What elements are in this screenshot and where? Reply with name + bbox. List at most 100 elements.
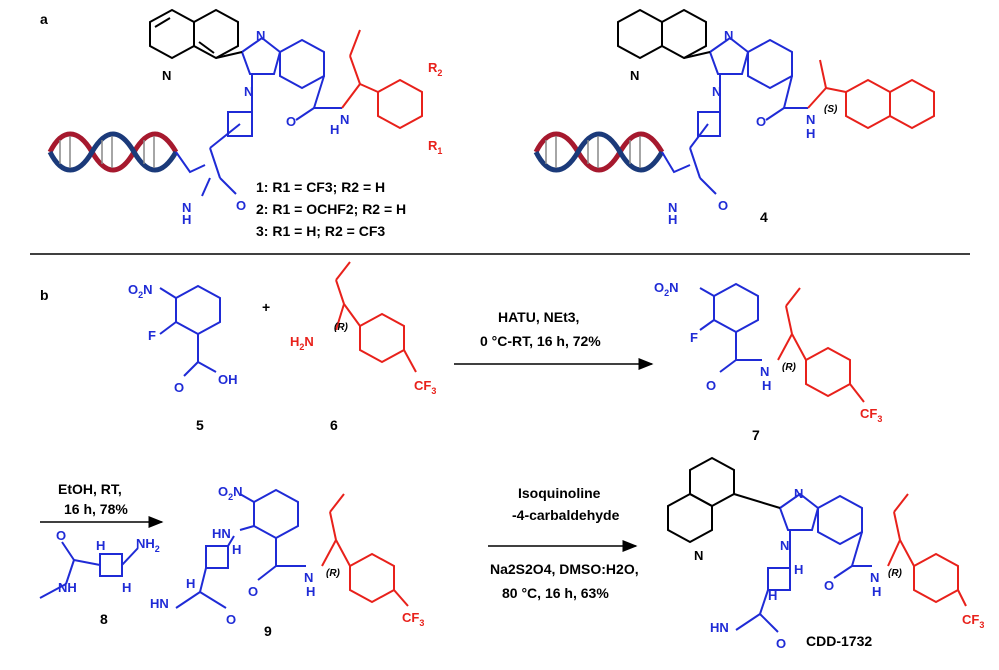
svg-text:NH2: NH2: [136, 536, 160, 554]
svg-text:3: R1 = H; R2 = CF3: 3: R1 = H; R2 = CF3: [256, 223, 385, 239]
compound-1-number: 1:: [256, 179, 268, 195]
compound-1-text: R1 = CF3; R2 = H: [272, 179, 385, 195]
compound-3-number: 3:: [256, 223, 268, 239]
svg-text:CF3: CF3: [962, 612, 984, 630]
svg-text:O: O: [56, 528, 66, 543]
svg-text:N: N: [870, 570, 879, 585]
svg-text:O: O: [236, 198, 246, 213]
svg-text:N: N: [694, 548, 703, 563]
svg-text:H2N: H2N: [290, 334, 314, 352]
step3-line3: Na2S2O4, DMSO:H2O,: [490, 561, 639, 577]
svg-text:H: H: [768, 588, 777, 603]
svg-text:CF3: CF3: [402, 610, 424, 628]
step3-line1: Isoquinoline: [518, 485, 601, 501]
svg-text:N: N: [340, 112, 349, 127]
compound-7-structure: [699, 282, 865, 403]
svg-text:N: N: [712, 84, 721, 99]
svg-text:N: N: [304, 570, 313, 585]
svg-text:N: N: [256, 28, 265, 43]
svg-text:F: F: [690, 330, 698, 345]
compound-6-structure: [335, 261, 417, 373]
svg-text:H: H: [306, 584, 315, 599]
svg-text:O2N: O2N: [218, 484, 243, 502]
compound-9-label: 9: [264, 623, 272, 639]
svg-text:H: H: [122, 580, 131, 595]
svg-text:O2N: O2N: [654, 280, 679, 298]
dna-helix-icon: [533, 131, 665, 173]
panel-a-letter: a: [40, 11, 48, 27]
compound-5-label: 5: [196, 417, 204, 433]
svg-text:(R): (R): [782, 362, 797, 373]
plus-sign: +: [262, 299, 270, 315]
step1-line2: 0 °C-RT, 16 h, 72%: [480, 333, 601, 349]
svg-text:O: O: [776, 636, 786, 651]
svg-text:1: R1 = CF3; R2 = H: 1: R1 = CF3; R2 = H: [256, 179, 385, 195]
svg-text:N: N: [668, 200, 677, 215]
svg-text:O: O: [706, 378, 716, 393]
svg-text:N: N: [760, 364, 769, 379]
step3-line4: 80 °C, 16 h, 63%: [502, 585, 609, 601]
svg-text:N: N: [244, 84, 253, 99]
svg-text:O2N: O2N: [128, 282, 153, 300]
final-compound-label: CDD-1732: [806, 633, 872, 649]
svg-text:R1: R1: [428, 138, 442, 156]
svg-text:N: N: [630, 68, 639, 83]
svg-text:H: H: [186, 576, 195, 591]
svg-text:H: H: [232, 542, 241, 557]
svg-text:O: O: [174, 380, 184, 395]
svg-text:(R): (R): [888, 568, 903, 579]
step3-line2: -4-carbaldehyde: [512, 507, 620, 523]
panel-b-letter: b: [40, 287, 49, 303]
svg-text:H: H: [182, 212, 191, 227]
compound-5-structure: [159, 284, 221, 377]
compound-6-label: 6: [330, 417, 338, 433]
step1-line1: HATU, NEt3,: [498, 309, 579, 325]
compound-3-text: R1 = H; R2 = CF3: [272, 223, 385, 239]
svg-text:CF3: CF3: [860, 406, 882, 424]
step2-line2: 16 h, 78%: [64, 501, 128, 517]
svg-text:(R): (R): [334, 322, 349, 333]
compound-7-label: 7: [752, 427, 760, 443]
svg-text:O: O: [248, 584, 258, 599]
svg-text:NH: NH: [58, 580, 77, 595]
svg-text:N: N: [182, 200, 191, 215]
svg-text:CF3: CF3: [414, 378, 436, 396]
svg-text:N: N: [162, 68, 171, 83]
svg-text:O: O: [824, 578, 834, 593]
svg-text:O: O: [226, 612, 236, 627]
compound-8-structure: [39, 541, 139, 599]
svg-text:N: N: [806, 112, 815, 127]
step2-line1: EtOH, RT,: [58, 481, 122, 497]
svg-text:O: O: [718, 198, 728, 213]
svg-text:R2: R2: [428, 60, 442, 78]
svg-text:N: N: [724, 28, 733, 43]
svg-text:H: H: [762, 378, 771, 393]
svg-text:F: F: [148, 328, 156, 343]
compound-labels-list: 1: R1 = CF3; R2 = H 2: R1 = OCHF2; R2 = …: [256, 179, 406, 239]
compound-4-label: 4: [760, 209, 768, 225]
dna-helix-icon: [47, 131, 179, 173]
svg-text:2: R1 = OCHF2; R2 = H: 2: R1 = OCHF2; R2 = H: [256, 201, 406, 217]
compound-4-structure: [533, 8, 935, 195]
svg-text:(R): (R): [326, 568, 341, 579]
svg-text:H: H: [668, 212, 677, 227]
svg-text:H: H: [96, 538, 105, 553]
svg-text:H: H: [794, 562, 803, 577]
svg-text:(S): (S): [824, 104, 838, 115]
svg-text:N: N: [794, 486, 803, 501]
compound-cdd1732-structure: [667, 456, 967, 633]
svg-text:HN: HN: [710, 620, 729, 635]
svg-text:HN: HN: [212, 526, 231, 541]
svg-text:O: O: [756, 114, 766, 129]
svg-text:HN: HN: [150, 596, 169, 611]
svg-text:OH: OH: [218, 372, 238, 387]
compound-2-number: 2:: [256, 201, 268, 217]
svg-text:H: H: [806, 126, 815, 141]
compound-2-text: R1 = OCHF2; R2 = H: [272, 201, 406, 217]
svg-text:H: H: [872, 584, 881, 599]
svg-text:O: O: [286, 114, 296, 129]
compound-9-structure: [175, 488, 409, 609]
svg-text:N: N: [780, 538, 789, 553]
compound-1-3-structure: [47, 8, 423, 197]
